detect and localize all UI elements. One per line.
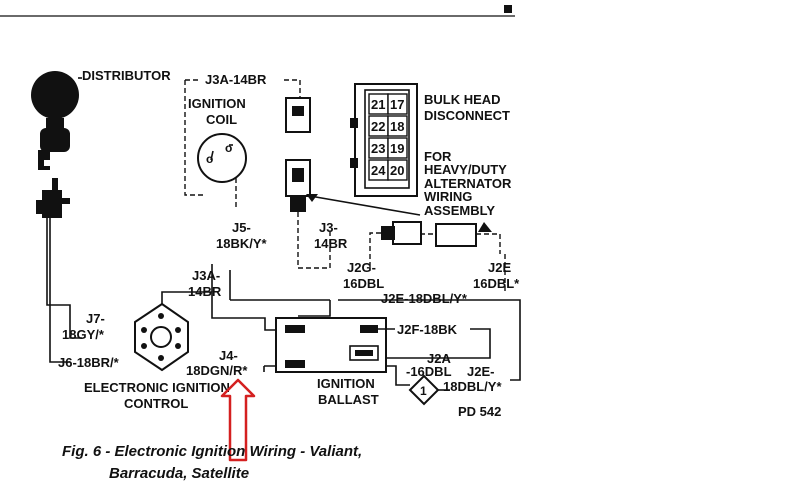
j2f-label: J2F-18BK — [397, 322, 458, 337]
distributor — [31, 71, 82, 363]
j5-label-1: J5- — [232, 220, 251, 235]
bulkhead-terminal-box — [387, 93, 408, 115]
eic-label-1: ELECTRONIC IGNITION — [84, 380, 230, 395]
bulkhead-terminal-number: 20 — [390, 163, 404, 178]
j3a-top-label: J3A-14BR — [205, 72, 267, 87]
connector-middle — [285, 159, 311, 212]
j2e-right-label-2: 16DBL* — [473, 276, 520, 291]
bulkhead-terminal-box — [387, 115, 408, 137]
alternator-connector-left — [381, 221, 422, 245]
heavy-duty-label-4: WIRING — [424, 189, 472, 204]
j2g-label-2: 16DBL — [343, 276, 384, 291]
connector-upper — [285, 97, 311, 133]
heavy-duty-label-3: ALTERNATOR — [424, 176, 512, 191]
ignition-coil-label-2: COIL — [206, 112, 237, 127]
caption-line-1: Fig. 6 - Electronic Ignition Wiring - Va… — [62, 443, 362, 460]
heavy-duty-label-2: HEAVY/DUTY — [424, 162, 507, 177]
j4-label-2: 18DGN/R* — [186, 363, 248, 378]
diode-symbol: 1 — [408, 374, 440, 406]
bulkhead-terminal-number: 18 — [390, 119, 404, 134]
j7-label-2: 18GY/* — [62, 327, 105, 342]
bulkhead-terminal-number: 21 — [371, 97, 385, 112]
j2a-label-2: -16DBL — [406, 364, 452, 379]
bulkhead-label-2: DISCONNECT — [424, 108, 510, 123]
heavy-duty-label-5: ASSEMBLY — [424, 203, 495, 218]
bulkhead-terminal-number: 19 — [390, 141, 404, 156]
corner-mark — [504, 5, 512, 13]
j7-label-1: J7- — [86, 311, 105, 326]
bulkhead-terminal-number: 22 — [371, 119, 385, 134]
j3-label-1: J3- — [319, 220, 338, 235]
j2e-low-label-2: 18DBL/Y* — [443, 379, 502, 394]
bulkhead-terminal-box — [387, 137, 408, 159]
heavy-duty-label-1: FOR — [424, 149, 452, 164]
svg-text:o: o — [206, 152, 213, 166]
svg-text:1: 1 — [420, 384, 427, 398]
ballast-label-1: IGNITION — [317, 376, 375, 391]
distributor-label: DISTRIBUTOR — [82, 68, 171, 83]
pd-label: PD 542 — [458, 404, 501, 419]
bulkhead-terminal-grid: 21 17 22 18 23 19 24 20 — [368, 93, 408, 181]
j4-label-1: J4- — [219, 348, 238, 363]
bulkhead-terminal-number: 24 — [371, 163, 386, 178]
bulkhead-terminal-number: 17 — [390, 97, 404, 112]
j2e-low-label-1: J2E- — [467, 364, 494, 379]
ignition-ballast — [275, 317, 387, 373]
j6-label: J6-18BR/* — [58, 355, 120, 370]
bulkhead-terminal-box — [387, 159, 408, 181]
annotation-arrow-icon — [220, 378, 256, 462]
j2g-label-1: J2G- — [347, 260, 376, 275]
electronic-ignition-control — [134, 302, 189, 372]
eic-label-2: CONTROL — [124, 396, 188, 411]
j3a-label-1: J3A- — [192, 268, 220, 283]
caption-line-2: Barracuda, Satellite — [109, 465, 249, 482]
alternator-connector-right — [435, 222, 492, 247]
ignition-coil-label-1: IGNITION — [188, 96, 246, 111]
bulkhead-label-1: BULK HEAD — [424, 92, 501, 107]
j5-label-2: 18BK/Y* — [216, 236, 268, 251]
bulkhead-terminal-number: 23 — [371, 141, 385, 156]
j2e-right-label-1: J2E — [488, 260, 511, 275]
svg-text:o: o — [225, 141, 232, 155]
j2e-mid-label: J2E-18DBL/Y* — [381, 291, 468, 306]
ignition-coil: o o — [197, 133, 247, 183]
j3-label-2: 14BR — [314, 236, 348, 251]
ballast-label-2: BALLAST — [318, 392, 379, 407]
